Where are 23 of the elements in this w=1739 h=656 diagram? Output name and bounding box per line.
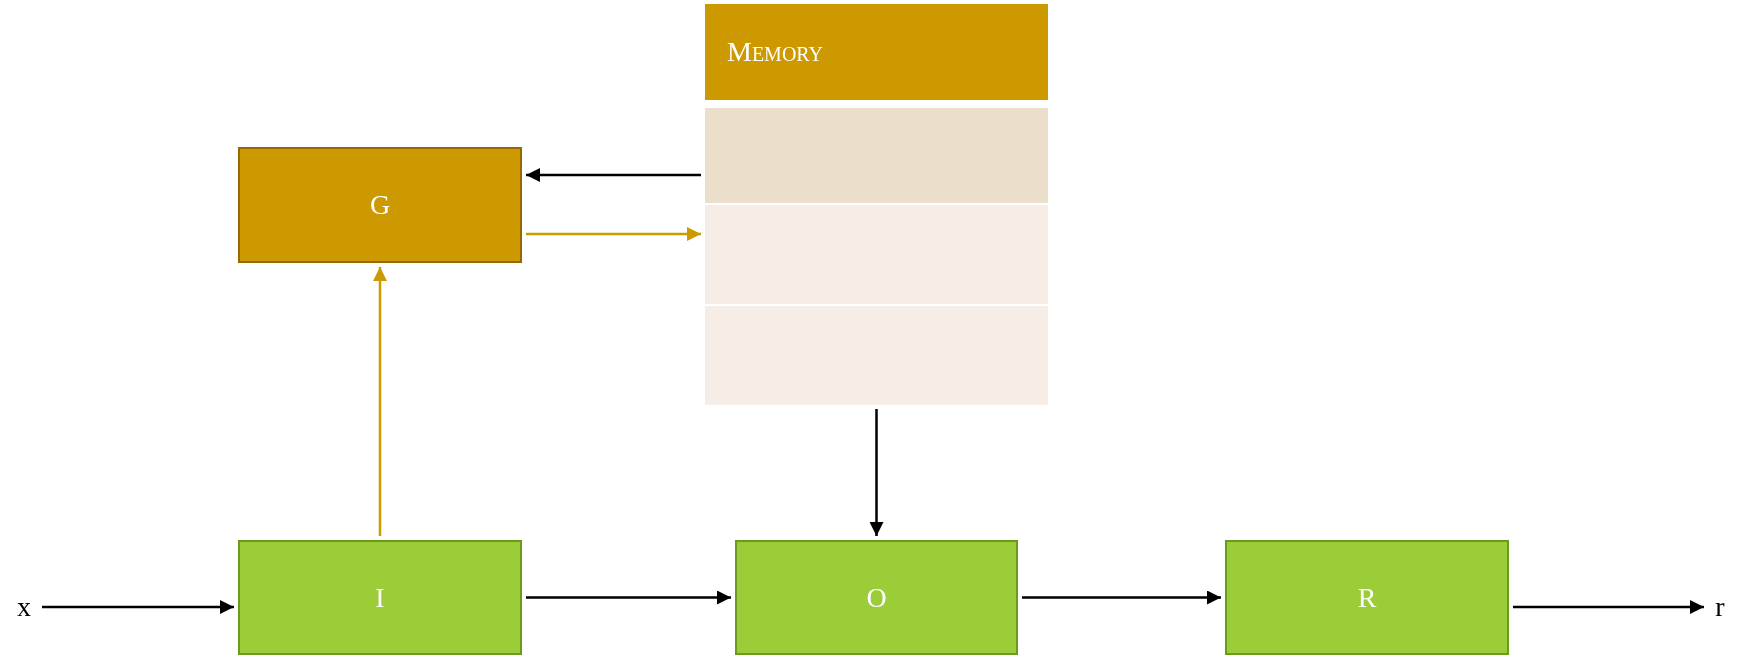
variable-label: r <box>1715 591 1725 623</box>
arrow <box>42 600 234 614</box>
arrow <box>526 227 701 241</box>
box-label: Memory <box>727 36 824 68</box>
arrow <box>1513 600 1704 614</box>
arrow <box>526 168 701 182</box>
memory-slot <box>705 205 1048 304</box>
box-label: O <box>866 581 887 614</box>
arrow <box>373 267 387 536</box>
process-box <box>238 540 522 655</box>
process-box <box>1225 540 1509 655</box>
box-label: G <box>369 189 391 221</box>
box-label: R <box>1357 581 1377 614</box>
memory-slot <box>705 108 1048 203</box>
arrow <box>1022 590 1221 605</box>
process-box <box>238 147 522 263</box>
arrow <box>526 590 731 605</box>
memory-header <box>705 4 1048 100</box>
box-label: I <box>375 581 385 614</box>
process-box <box>735 540 1018 655</box>
memory-slot <box>705 306 1048 405</box>
variable-label: x <box>17 591 31 623</box>
arrow <box>869 409 884 536</box>
